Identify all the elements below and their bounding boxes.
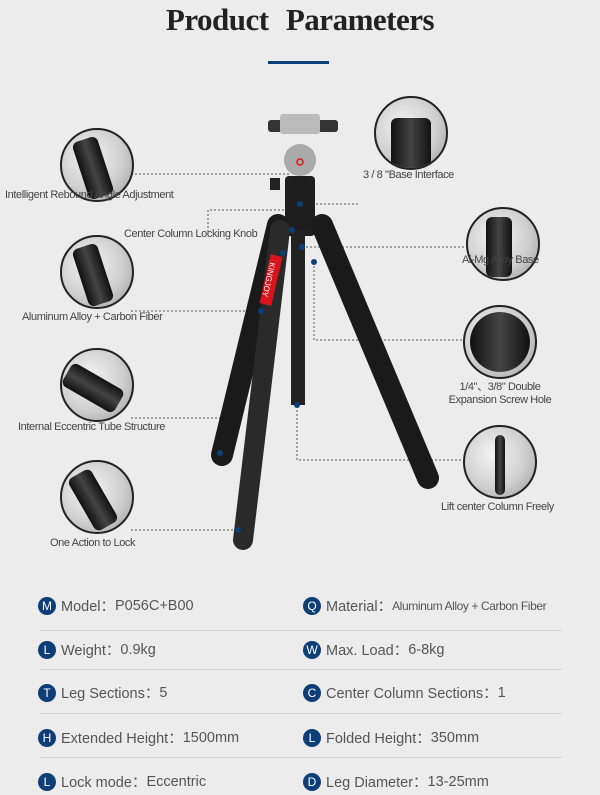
spec-value: 1 bbox=[497, 684, 506, 701]
divider bbox=[40, 757, 562, 758]
spec-label: Material： bbox=[326, 599, 393, 615]
spec-lock-mode: L Lock mode：Eccentric bbox=[38, 771, 206, 792]
callout-line-screw bbox=[313, 262, 463, 341]
badge-icon: L bbox=[38, 772, 56, 791]
badge-icon: T bbox=[38, 683, 56, 702]
badge-icon: H bbox=[38, 728, 56, 747]
spec-folded-height: L Folded Height：350mm bbox=[303, 727, 479, 748]
callout-line-lift bbox=[296, 410, 463, 461]
spec-label: Lock mode： bbox=[61, 775, 147, 791]
page-title: Product Parameters bbox=[165, 2, 435, 37]
callout-material: Aluminum Alloy + Carbon Fiber bbox=[22, 311, 163, 323]
callout-screw-hole-line2: Expansion Screw Hole bbox=[448, 394, 552, 406]
spec-leg-diameter: D Leg Diameter：13-25mm bbox=[303, 771, 489, 792]
callout-screw-hole: 1/4"、3/8" Double Expansion Screw Hole bbox=[440, 378, 560, 406]
title-underline bbox=[268, 61, 329, 64]
spec-label: Max. Load： bbox=[326, 643, 409, 659]
spec-weight: L Weight：0.9kg bbox=[38, 639, 156, 660]
detail-circle-base bbox=[374, 96, 448, 170]
tripod-illustration: KINGJOY bbox=[131, 114, 468, 550]
callout-line-knob bbox=[207, 209, 292, 232]
callout-alloy-base: Al-Mg Alloy Base bbox=[462, 254, 539, 266]
spec-label: Center Column Sections： bbox=[326, 686, 498, 702]
spec-leg-sections: T Leg Sections：5 bbox=[38, 682, 167, 703]
detail-circle-tube bbox=[60, 348, 134, 422]
callout-locking-knob: Center Column Locking Knob bbox=[124, 228, 258, 240]
divider bbox=[40, 669, 562, 670]
badge-icon: Q bbox=[303, 596, 321, 615]
divider bbox=[40, 630, 562, 631]
spec-max-load: W Max. Load：6-8kg bbox=[303, 639, 445, 660]
spec-value: 350mm bbox=[430, 729, 480, 746]
spec-label: Leg Sections： bbox=[61, 686, 160, 702]
spec-model: M Model：P056C+B00 bbox=[38, 595, 194, 616]
badge-icon: L bbox=[38, 640, 56, 659]
detail-circle-alloy bbox=[466, 207, 540, 281]
spec-label: Extended Height： bbox=[61, 731, 183, 747]
spec-value: 6-8kg bbox=[408, 641, 445, 658]
spec-value: Aluminum Alloy + Carbon Fiber bbox=[392, 598, 547, 613]
callout-screw-hole-line1: 1/4"、3/8" Double bbox=[459, 381, 541, 393]
detail-circle-screw bbox=[463, 305, 537, 379]
badge-icon: W bbox=[303, 640, 321, 659]
detail-circle-material bbox=[60, 235, 134, 309]
detail-circle-rebound bbox=[60, 128, 134, 202]
spec-value: P056C+B00 bbox=[115, 597, 194, 614]
spec-value: 0.9kg bbox=[120, 641, 156, 658]
detail-circle-lift bbox=[463, 425, 537, 499]
callout-rebound: Intelligent Rebound Angle Adjustment bbox=[5, 189, 174, 201]
badge-icon: D bbox=[303, 772, 321, 791]
spec-label: Folded Height： bbox=[326, 731, 431, 747]
badge-icon: L bbox=[303, 728, 321, 747]
spec-value: Eccentric bbox=[146, 773, 207, 790]
callout-lift-column: Lift center Column Freely bbox=[441, 501, 554, 513]
spec-label: Weight： bbox=[61, 643, 121, 659]
spec-label: Leg Diameter： bbox=[326, 775, 428, 791]
callout-dots bbox=[217, 201, 317, 533]
callout-base-interface: 3 / 8 "Base Interface bbox=[363, 169, 454, 181]
spec-value: 5 bbox=[159, 684, 168, 701]
spec-material: Q Material：Aluminum Alloy + Carbon Fiber bbox=[303, 595, 547, 616]
spec-value: 1500mm bbox=[182, 729, 240, 746]
spec-label: Model： bbox=[61, 599, 115, 615]
badge-icon: C bbox=[303, 683, 321, 702]
spec-value: 13-25mm bbox=[427, 773, 489, 790]
divider bbox=[40, 713, 562, 714]
spec-extended-height: H Extended Height：1500mm bbox=[38, 727, 239, 748]
callout-eccentric-tube: Internal Eccentric Tube Structure bbox=[18, 421, 165, 433]
badge-icon: M bbox=[38, 596, 56, 615]
spec-center-column-sections: C Center Column Sections：1 bbox=[303, 682, 506, 703]
detail-circle-lock bbox=[60, 460, 134, 534]
callout-one-action: One Action to Lock bbox=[50, 537, 136, 549]
